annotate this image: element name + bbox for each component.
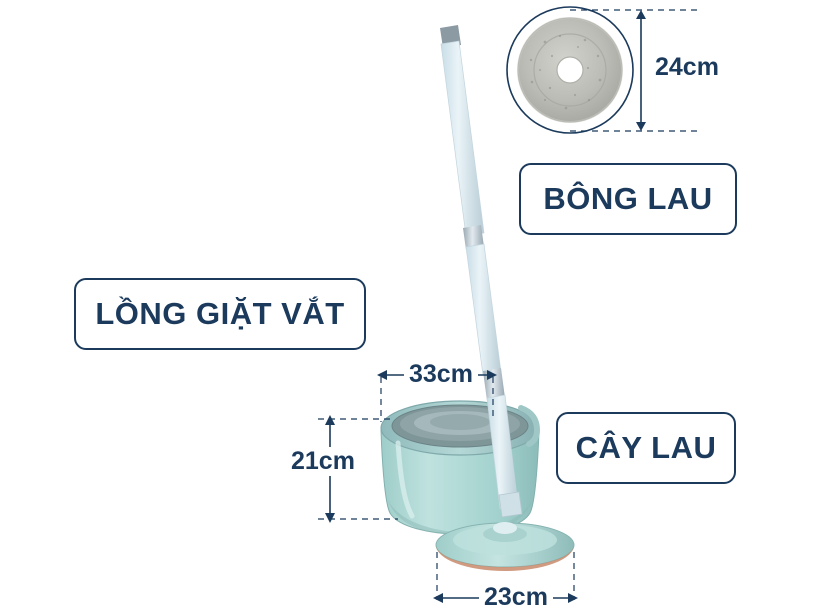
- dimension-label-bucket-height: 21cm: [286, 447, 360, 476]
- dimension-label-pad-diameter: 24cm: [650, 53, 724, 82]
- callout-mop: CÂY LAU: [556, 412, 736, 484]
- mop-handle-graphic: [440, 25, 523, 518]
- mop-pad-graphic: [506, 6, 700, 134]
- dimension-label-bucket-width: 33cm: [404, 360, 478, 389]
- callout-pad: BÔNG LAU: [519, 163, 737, 235]
- mop-head-graphic: [435, 522, 575, 571]
- dimension-label-mop-head-width: 23cm: [479, 583, 553, 612]
- callout-basket: LỒNG GIẶT VẮT: [74, 278, 366, 350]
